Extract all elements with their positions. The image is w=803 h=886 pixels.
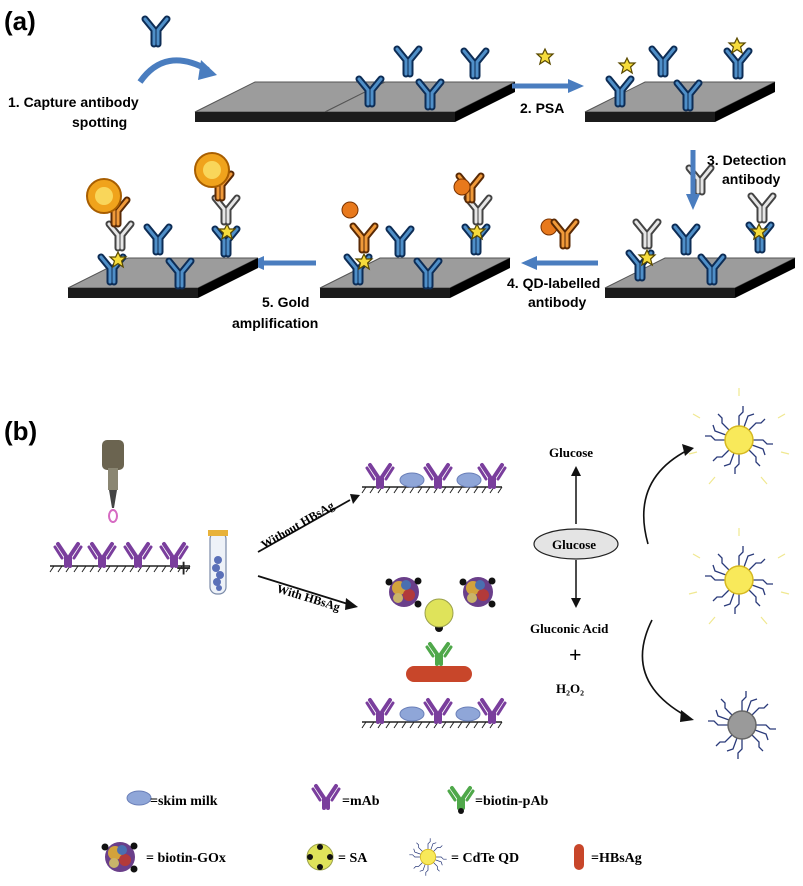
fluorescence-arrowhead bbox=[682, 444, 694, 456]
psa-star-icon bbox=[536, 48, 554, 65]
legend-biotin-pab: =biotin-pAb bbox=[475, 794, 549, 809]
quench-curve-arrow bbox=[641, 619, 687, 717]
spotting-arrowhead bbox=[198, 60, 217, 80]
legend-mab: =mAb bbox=[342, 794, 380, 809]
psa-star-icon bbox=[618, 57, 636, 74]
gox-cluster-icon bbox=[385, 577, 422, 608]
h2o2-label: H₂O₂ bbox=[556, 681, 584, 696]
detection-antibody-icon bbox=[215, 198, 237, 222]
mab-icon bbox=[423, 463, 453, 489]
without-hbsag-label: Without HBsAg bbox=[259, 498, 337, 551]
legend-qd-icon bbox=[408, 837, 448, 877]
detection-antibody-icon bbox=[751, 196, 773, 220]
gluconic-acid-label: Gluconic Acid bbox=[530, 621, 609, 636]
gox-cluster-icon bbox=[459, 577, 496, 608]
legend-sa-icon bbox=[306, 843, 334, 871]
mab-icon bbox=[53, 542, 83, 568]
psa-star-icon bbox=[728, 37, 746, 54]
step1-label-line2: spotting bbox=[72, 114, 127, 130]
tube-icon bbox=[208, 530, 228, 595]
detection-antibody-icon bbox=[109, 224, 131, 248]
mab-icon bbox=[365, 463, 395, 489]
step5-label-line2: amplification bbox=[232, 315, 318, 331]
quantum-dot-icon bbox=[453, 178, 471, 196]
without-arrow bbox=[257, 499, 351, 553]
glucose-oval bbox=[533, 528, 619, 560]
legend-hbsag: =HBsAg bbox=[591, 851, 642, 866]
streptavidin-icon bbox=[424, 598, 454, 628]
legend-gox-icon bbox=[101, 842, 138, 873]
skim-milk-blob bbox=[455, 706, 481, 722]
step3-label-line2: antibody bbox=[722, 171, 781, 187]
step4-label-line2: antibody bbox=[528, 294, 587, 310]
step3-label-line1: 3. Detection bbox=[707, 152, 786, 168]
detection-antibody-icon bbox=[636, 222, 658, 246]
mab-icon bbox=[123, 542, 153, 568]
up-arrowhead bbox=[571, 466, 581, 476]
step2-label: 2. PSA bbox=[520, 100, 564, 116]
qd-arrowhead bbox=[521, 256, 537, 270]
legend-cdte-qd: = CdTe QD bbox=[451, 851, 519, 866]
mab-icon bbox=[365, 698, 395, 724]
qd-antibody-icon bbox=[353, 226, 375, 250]
cdte-qd-bright-icon bbox=[688, 528, 790, 625]
antibody-icon bbox=[389, 229, 411, 254]
with-arrow bbox=[257, 575, 349, 605]
cdte-qd-bright-icon bbox=[688, 388, 790, 485]
panel-a-label: (a) bbox=[4, 6, 36, 36]
antibody-icon bbox=[464, 51, 486, 76]
skim-milk-blob bbox=[456, 472, 482, 488]
qd-antibody-icon bbox=[554, 222, 576, 246]
antibody-icon bbox=[675, 227, 697, 252]
legend-biotin-pab-icon bbox=[447, 786, 475, 810]
antibody-icon bbox=[397, 49, 419, 74]
quench-arrowhead bbox=[680, 710, 694, 722]
antibody-icon bbox=[727, 51, 749, 76]
quantum-dot-icon bbox=[341, 201, 359, 219]
with-arrowhead bbox=[345, 598, 358, 610]
step1-label-line1: 1. Capture antibody bbox=[8, 94, 139, 110]
biotin-pab-icon bbox=[425, 642, 453, 666]
antibody-icon bbox=[652, 49, 674, 74]
legend-hbsag-icon bbox=[574, 844, 584, 870]
capture-antibody-icon bbox=[145, 19, 167, 44]
legend-biotin-dot bbox=[458, 808, 464, 814]
glucose-top-label: Glucose bbox=[549, 445, 593, 460]
mab-icon bbox=[477, 463, 507, 489]
down-arrowhead bbox=[571, 598, 581, 608]
fluorescence-curve-arrow bbox=[642, 449, 689, 545]
legend-skim-milk-icon bbox=[126, 790, 152, 806]
step5-label-line1: 5. Gold bbox=[262, 294, 309, 310]
skim-milk-blob bbox=[399, 472, 425, 488]
detection-arrowhead bbox=[686, 194, 700, 210]
legend-sa: = SA bbox=[338, 851, 368, 866]
gold-particle-core bbox=[203, 161, 221, 179]
legend-biotin-gox: = biotin-GOx bbox=[146, 851, 226, 866]
psa-arrowhead bbox=[568, 79, 584, 93]
step4-label-line1: 4. QD-labelled bbox=[507, 275, 600, 291]
mab-icon bbox=[423, 698, 453, 724]
cdte-qd-quenched-icon bbox=[707, 690, 777, 760]
hbsag-bar bbox=[406, 666, 472, 682]
panel-b-label: (b) bbox=[4, 416, 37, 446]
mab-icon bbox=[87, 542, 117, 568]
legend-skim-milk: =skim milk bbox=[150, 794, 218, 809]
without-arrowhead bbox=[350, 494, 360, 504]
with-hbsag-label: With HBsAg bbox=[275, 581, 342, 614]
spotting-arrow bbox=[137, 57, 210, 84]
plus-sign: + bbox=[176, 553, 191, 583]
legend-mab-icon bbox=[311, 784, 341, 810]
gold-particle-core bbox=[95, 187, 113, 205]
slide-6 bbox=[67, 257, 259, 299]
mab-icon bbox=[477, 698, 507, 724]
antibody-icon bbox=[147, 227, 169, 252]
skim-milk-blob bbox=[399, 706, 425, 722]
pipette-icon bbox=[102, 440, 124, 523]
plus-label: + bbox=[569, 642, 582, 667]
glucose-oval-label: Glucose bbox=[552, 537, 596, 552]
